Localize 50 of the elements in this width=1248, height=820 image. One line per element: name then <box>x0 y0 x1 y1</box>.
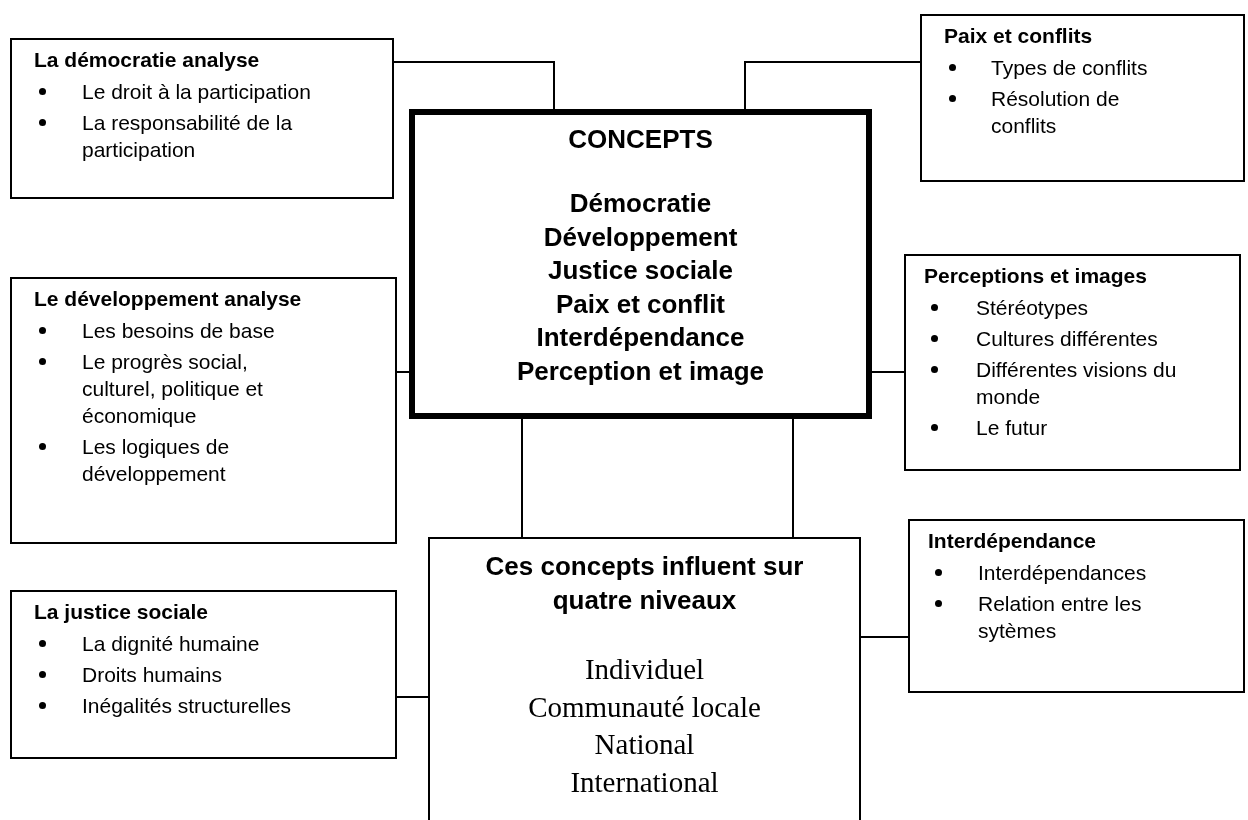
box-heading: Le développement analyse <box>34 286 302 312</box>
box-heading: La justice sociale <box>34 599 208 625</box>
list-item-text: Cultures différentes <box>976 326 1158 352</box>
list-item-text: Le droit à la participation <box>82 79 311 105</box>
concept-term: Perception et image <box>516 355 765 386</box>
list-item-text: Types de conflits <box>991 55 1148 81</box>
concept-term: Paix et conflit <box>555 288 725 319</box>
list-item-text: Relation entre les sytèmes <box>978 591 1143 644</box>
topic-box <box>920 14 1245 182</box>
connector-line <box>744 61 921 110</box>
connector-line <box>792 418 794 538</box>
concept-term: Interdépendance <box>536 322 745 352</box>
connector-line <box>871 371 905 373</box>
box-heading: Perceptions et images <box>924 263 1147 289</box>
levels-box <box>428 537 861 820</box>
concept-term: Démocratie <box>569 188 712 218</box>
list-item-text: La responsabilité de la participation <box>82 110 294 163</box>
topic-box <box>10 590 397 759</box>
list-item-text: La dignité humaine <box>82 631 260 657</box>
list-item-text: Le progrès social, culturel, politique et économique <box>82 349 264 429</box>
list-item-text: Différentes visions du monde <box>976 357 1178 410</box>
levels-heading: Ces concepts influent sur quatre niveaux <box>485 551 804 615</box>
box-heading: Paix et conflits <box>944 23 1093 49</box>
topic-box <box>904 254 1241 471</box>
list-item-text: Les besoins de base <box>82 318 275 344</box>
topic-box <box>10 38 394 199</box>
topic-box <box>908 519 1245 693</box>
connector-line <box>396 371 410 373</box>
list-item-text: Les logiques de développement <box>82 434 231 487</box>
concepts-heading: CONCEPTS <box>568 124 713 154</box>
list-item-text: Droits humains <box>82 662 223 688</box>
list-item-text: Inégalités structurelles <box>82 693 291 719</box>
topic-box <box>10 277 397 544</box>
box-heading: Interdépendance <box>928 528 1097 554</box>
list-item-text: Résolution de conflits <box>991 86 1121 139</box>
concept-term: Justice sociale <box>548 255 733 285</box>
list-item-text: Le futur <box>976 415 1048 441</box>
connector-line <box>393 61 555 110</box>
concept-term: Développement <box>543 221 738 252</box>
level-name: Individuel <box>584 653 705 685</box>
level-name: International <box>570 765 719 798</box>
connector-line <box>860 636 909 638</box>
level-name: National <box>594 728 695 760</box>
connector-line <box>396 696 429 698</box>
list-item-text: Stéréotypes <box>976 295 1089 321</box>
concepts-box <box>409 109 872 419</box>
connector-line <box>521 418 523 538</box>
list-item-text: Interdépendances <box>978 560 1147 586</box>
box-heading: La démocratie analyse <box>34 47 260 73</box>
level-name: Communauté locale <box>528 690 761 723</box>
